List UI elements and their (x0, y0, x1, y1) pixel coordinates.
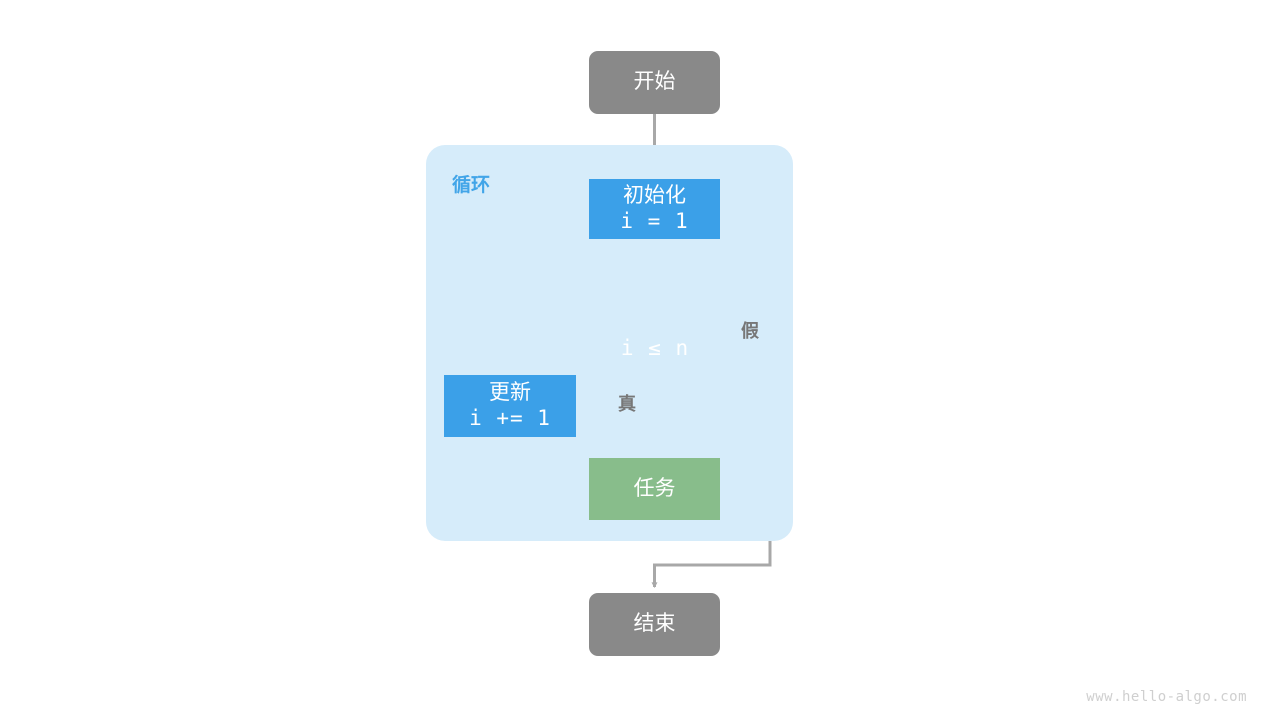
loop-container-label: 循环 (452, 175, 491, 196)
edge-label-true: 真 (618, 394, 636, 414)
watermark: www.hello-algo.com (1086, 689, 1247, 705)
edge-label-false: 假 (741, 321, 759, 341)
loop-container (426, 145, 793, 541)
